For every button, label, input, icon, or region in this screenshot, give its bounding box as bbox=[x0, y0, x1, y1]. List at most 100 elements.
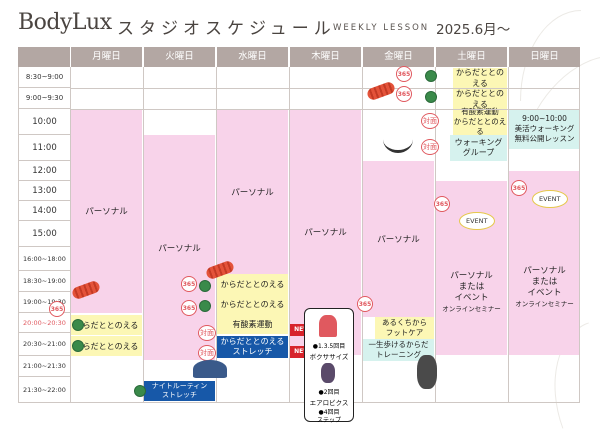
flower-icon bbox=[134, 385, 146, 397]
lesson-label: ストレッチ bbox=[232, 347, 273, 356]
lesson-label: イベント bbox=[527, 288, 562, 298]
day-header-tue: 火曜日 bbox=[144, 47, 215, 67]
grid-line bbox=[435, 67, 436, 403]
lesson-night-stretch-tue[interactable]: ナイトルーティン ストレッチ bbox=[144, 381, 215, 401]
schedule-date: 2025.6月〜 bbox=[436, 22, 511, 38]
lesson-label: ストレッチ bbox=[162, 391, 197, 399]
lesson-label: からだととのえる bbox=[456, 68, 504, 88]
lesson-label: からだととのえる bbox=[453, 117, 507, 136]
time-label: 16:00~18:00 bbox=[18, 247, 70, 271]
grid-line bbox=[70, 109, 580, 110]
grid-line bbox=[216, 67, 217, 403]
lesson-karada-mon-2[interactable]: からだととのえる bbox=[71, 336, 142, 356]
lesson-karada-fri-1[interactable]: からだととのえる bbox=[453, 68, 507, 88]
aerobics-icon bbox=[321, 363, 335, 383]
lesson-label: パーソナル bbox=[85, 207, 128, 217]
time-label: 9:00~9:30 bbox=[18, 88, 70, 109]
lesson-label: イベント bbox=[454, 293, 489, 303]
time-label: 10:00 bbox=[18, 109, 70, 135]
lesson-personal-wed[interactable]: パーソナル bbox=[217, 109, 288, 274]
lesson-karada-wed-1[interactable]: からだととのえる bbox=[217, 274, 288, 294]
trampoline-woman-icon bbox=[383, 126, 413, 153]
lesson-label: からだととのえる bbox=[74, 320, 139, 330]
lesson-label: 9:00~10:00 bbox=[522, 114, 567, 123]
grid-line bbox=[579, 67, 580, 403]
lesson-label: ●1.3.5回目 bbox=[312, 343, 346, 350]
time-label: 13:00 bbox=[18, 181, 70, 201]
event-bubble: EVENT bbox=[532, 190, 568, 208]
lesson-label: グループ bbox=[462, 148, 495, 157]
time-label: 20:30~21:00 bbox=[18, 333, 70, 356]
flower-icon bbox=[425, 70, 437, 82]
lesson-label: オンラインセミナー bbox=[442, 305, 501, 313]
time-label: 12:00 bbox=[18, 161, 70, 181]
day-header-wed: 水曜日 bbox=[217, 47, 288, 67]
time-label: 15:00 bbox=[18, 221, 70, 247]
taimen-badge: 対面 bbox=[198, 345, 216, 361]
boxer-icon bbox=[319, 315, 337, 337]
time-label: 14:00 bbox=[18, 201, 70, 221]
lesson-footcare-fri[interactable]: あるくちから フットケア bbox=[375, 317, 434, 339]
lesson-personal-fri[interactable]: パーソナル bbox=[363, 161, 434, 317]
lesson-label: 無料公開レッスン bbox=[514, 134, 575, 143]
lesson-label: 一生歩けるからだ bbox=[368, 340, 429, 349]
lesson-personal-event-sun[interactable]: パーソナル または イベント オンラインセミナー bbox=[509, 171, 580, 355]
flower-icon bbox=[72, 319, 84, 331]
lesson-karada-stretch-wed[interactable]: からだととのえる ストレッチ bbox=[217, 336, 288, 358]
lesson-karada-fri-2[interactable]: からだととのえる bbox=[453, 89, 507, 109]
lunge-woman-icon bbox=[417, 355, 437, 389]
taimen-badge: 対面 bbox=[421, 113, 439, 129]
time-label: 21:30~22:00 bbox=[18, 377, 70, 403]
grid-line bbox=[143, 67, 144, 403]
lesson-karada-mon-1[interactable]: からだととのえる bbox=[71, 315, 142, 335]
flower-icon bbox=[199, 280, 211, 292]
lesson-label: または bbox=[458, 282, 485, 292]
lesson-training-fri[interactable]: 一生歩けるからだ トレーニング bbox=[363, 339, 434, 361]
day-header-sat: 土曜日 bbox=[436, 47, 507, 67]
lesson-label: からだととのえる bbox=[456, 89, 504, 109]
num365-icon: 365 bbox=[434, 196, 450, 212]
lesson-label: ボクササイズ bbox=[309, 353, 349, 361]
lesson-label: フットケア bbox=[385, 328, 424, 337]
num365-icon: 365 bbox=[49, 301, 65, 317]
lesson-karada-wed-2[interactable]: からだととのえる bbox=[217, 294, 288, 314]
event-bubble: EVENT bbox=[459, 212, 495, 230]
lesson-label: オンラインセミナー bbox=[515, 300, 574, 308]
lesson-bikatsu-walking-sun[interactable]: 9:00~10:00 美活ウォーキング 無料公開レッスン bbox=[509, 109, 580, 149]
corner-header bbox=[18, 47, 70, 67]
taimen-badge: 対面 bbox=[421, 139, 439, 155]
header: BodyLux スタジオスケジュール WEEKLY LESSON 2025.6月… bbox=[0, 0, 600, 44]
lesson-label: 美活ウォーキング bbox=[514, 124, 575, 133]
lesson-yusanso-wed[interactable]: 有酸素運動 bbox=[217, 314, 288, 334]
lesson-personal-tue[interactable]: パーソナル bbox=[144, 135, 215, 360]
lesson-label: ●4回目 bbox=[318, 409, 340, 416]
num365-icon: 365 bbox=[396, 66, 412, 82]
taimen-badge: 対面 bbox=[198, 325, 216, 341]
lesson-label: からだととのえる bbox=[220, 337, 285, 346]
logo: BodyLux bbox=[18, 10, 112, 35]
lesson-label: からだととのえる bbox=[220, 299, 285, 309]
page-title: スタジオスケジュール bbox=[117, 19, 336, 39]
lesson-walking-group-sat[interactable]: ウォーキング グループ bbox=[450, 135, 507, 161]
boxing-aerobics-step-card[interactable]: ●1.3.5回目 ボクササイズ ●2回目 エアロビクス ●4回目 ステップ bbox=[304, 308, 354, 424]
lesson-label: ステップ bbox=[316, 417, 341, 424]
lesson-label: トレーニング bbox=[376, 350, 421, 359]
lesson-label: からだととのえる bbox=[74, 341, 139, 351]
lesson-label: パーソナル bbox=[523, 266, 566, 276]
num365-icon: 365 bbox=[511, 180, 527, 196]
day-header-thu: 木曜日 bbox=[290, 47, 361, 67]
lesson-personal-event-sat[interactable]: パーソナル または イベント オンラインセミナー bbox=[436, 181, 507, 355]
num365-icon: 365 bbox=[181, 300, 197, 316]
lesson-yusanso-fri[interactable]: 有酸素運動 からだととのえる bbox=[453, 107, 507, 136]
lesson-label: エアロビクス bbox=[309, 399, 349, 407]
flower-icon bbox=[425, 91, 437, 103]
grid-line bbox=[508, 67, 509, 403]
lesson-label: からだととのえる bbox=[220, 279, 285, 289]
lesson-label: ●2回目 bbox=[318, 389, 340, 396]
lesson-label: または bbox=[531, 277, 558, 287]
day-header-mon: 月曜日 bbox=[71, 47, 142, 67]
lesson-label: 有酸素運動 bbox=[232, 319, 273, 329]
lesson-personal-mon[interactable]: パーソナル bbox=[71, 109, 142, 313]
flower-icon bbox=[72, 340, 84, 352]
num365-icon: 365 bbox=[396, 86, 412, 102]
